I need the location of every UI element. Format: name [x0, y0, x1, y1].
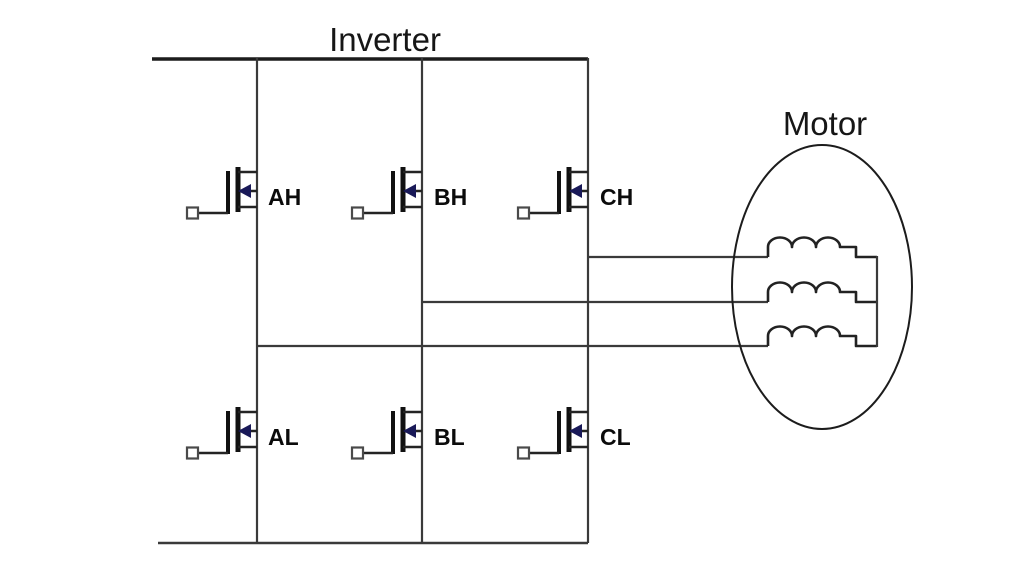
mosfet-bh: [352, 167, 422, 219]
mosfet-cl: [518, 407, 588, 459]
mosfet-ah: [187, 167, 257, 219]
label-ch: CH: [600, 184, 633, 210]
mosfet-al: [187, 407, 257, 459]
motor-section: Motor: [731, 105, 913, 430]
inverter-title: Inverter: [329, 21, 441, 58]
motor-body-ellipse: [731, 144, 913, 430]
label-al: AL: [268, 424, 299, 450]
motor-title: Motor: [783, 105, 867, 142]
phase-b-winding: [766, 281, 877, 304]
mosfet-bl: [352, 407, 422, 459]
phase-c-winding: [766, 236, 877, 259]
inverter-section: Inverter AH BH CH AL BL CL: [152, 21, 633, 545]
label-cl: CL: [600, 424, 631, 450]
label-bh: BH: [434, 184, 467, 210]
phase-output-lines: [257, 255, 768, 348]
phase-a-winding: [766, 325, 877, 348]
label-ah: AH: [268, 184, 301, 210]
mosfet-ch: [518, 167, 588, 219]
label-bl: BL: [434, 424, 465, 450]
